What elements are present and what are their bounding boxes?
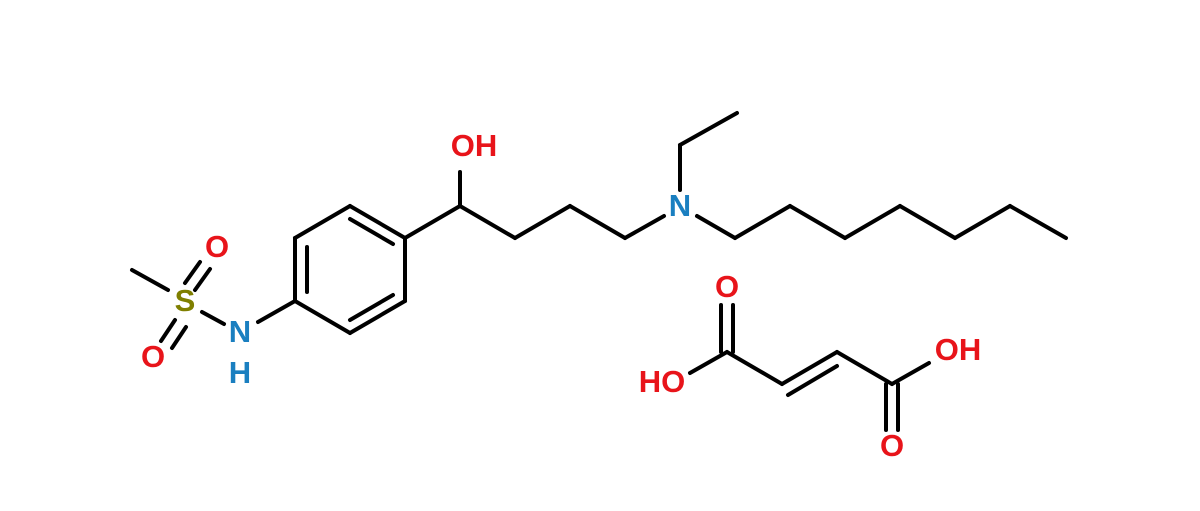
- bond-ring-choh: [403, 204, 462, 240]
- bond-heptyl-3: [788, 204, 847, 240]
- bond-heptyl-7: [1008, 204, 1068, 240]
- sulfonyl-o-bottom-label: O: [141, 339, 165, 374]
- bond-n-ethyl-2: [678, 111, 739, 147]
- hydroxyl-label: OH: [451, 128, 498, 163]
- main-molecule-bonds: [130, 111, 1068, 350]
- bond-right-c-oh: [890, 361, 931, 386]
- bond-s-o-top-b: [193, 267, 212, 292]
- bond-ring-2: [293, 204, 352, 240]
- tertiary-amine-n-label: N: [669, 188, 691, 223]
- fumaric-acid-bonds: [688, 303, 931, 432]
- bond-methyl-sulfur: [130, 268, 170, 292]
- bond-chain-1: [458, 204, 517, 240]
- carbonyl-o-right-label: O: [880, 428, 904, 463]
- bond-heptyl-4: [843, 204, 902, 240]
- bond-heptyl-5: [898, 204, 957, 240]
- bond-s-o-top-a: [183, 260, 202, 285]
- bond-ring-inner-3: [348, 293, 395, 322]
- bond-alkene-b: [786, 364, 839, 397]
- bond-ring-inner-2: [348, 217, 395, 246]
- bond-ring-5: [348, 299, 407, 335]
- fumaric-acid-atoms: O HO OH O: [639, 269, 982, 463]
- bond-alkene-a: [780, 350, 839, 386]
- carbonyl-o-left-label: O: [715, 269, 739, 304]
- bond-left-c-oh: [688, 350, 729, 375]
- bond-s-o-bottom-a: [159, 318, 177, 343]
- bond-s-o-bottom-b: [170, 325, 188, 350]
- bond-heptyl-2: [733, 204, 792, 240]
- bond-left-c-alkene: [725, 350, 784, 386]
- hydroxyl-left-label: HO: [639, 364, 686, 399]
- bond-ring-3: [348, 204, 407, 240]
- main-molecule-atoms: OH N S O O N H: [141, 128, 691, 390]
- hydroxyl-right-label: OH: [935, 332, 982, 367]
- bond-s-n: [200, 310, 226, 326]
- bond-heptyl-6: [953, 204, 1012, 240]
- bond-alkene-right-c: [835, 350, 894, 386]
- bond-ring-6: [293, 299, 352, 335]
- sulfonamide-h-label: H: [229, 355, 251, 390]
- sulfonyl-o-top-label: O: [205, 229, 229, 264]
- bond-heptyl-1: [695, 214, 737, 240]
- bond-chain-4: [623, 214, 666, 240]
- sulfonamide-n-label: N: [229, 314, 251, 349]
- bond-chain-2: [513, 204, 572, 240]
- sulfur-label: S: [175, 283, 196, 318]
- bond-n-ring: [256, 299, 297, 324]
- bond-chain-3: [568, 204, 627, 240]
